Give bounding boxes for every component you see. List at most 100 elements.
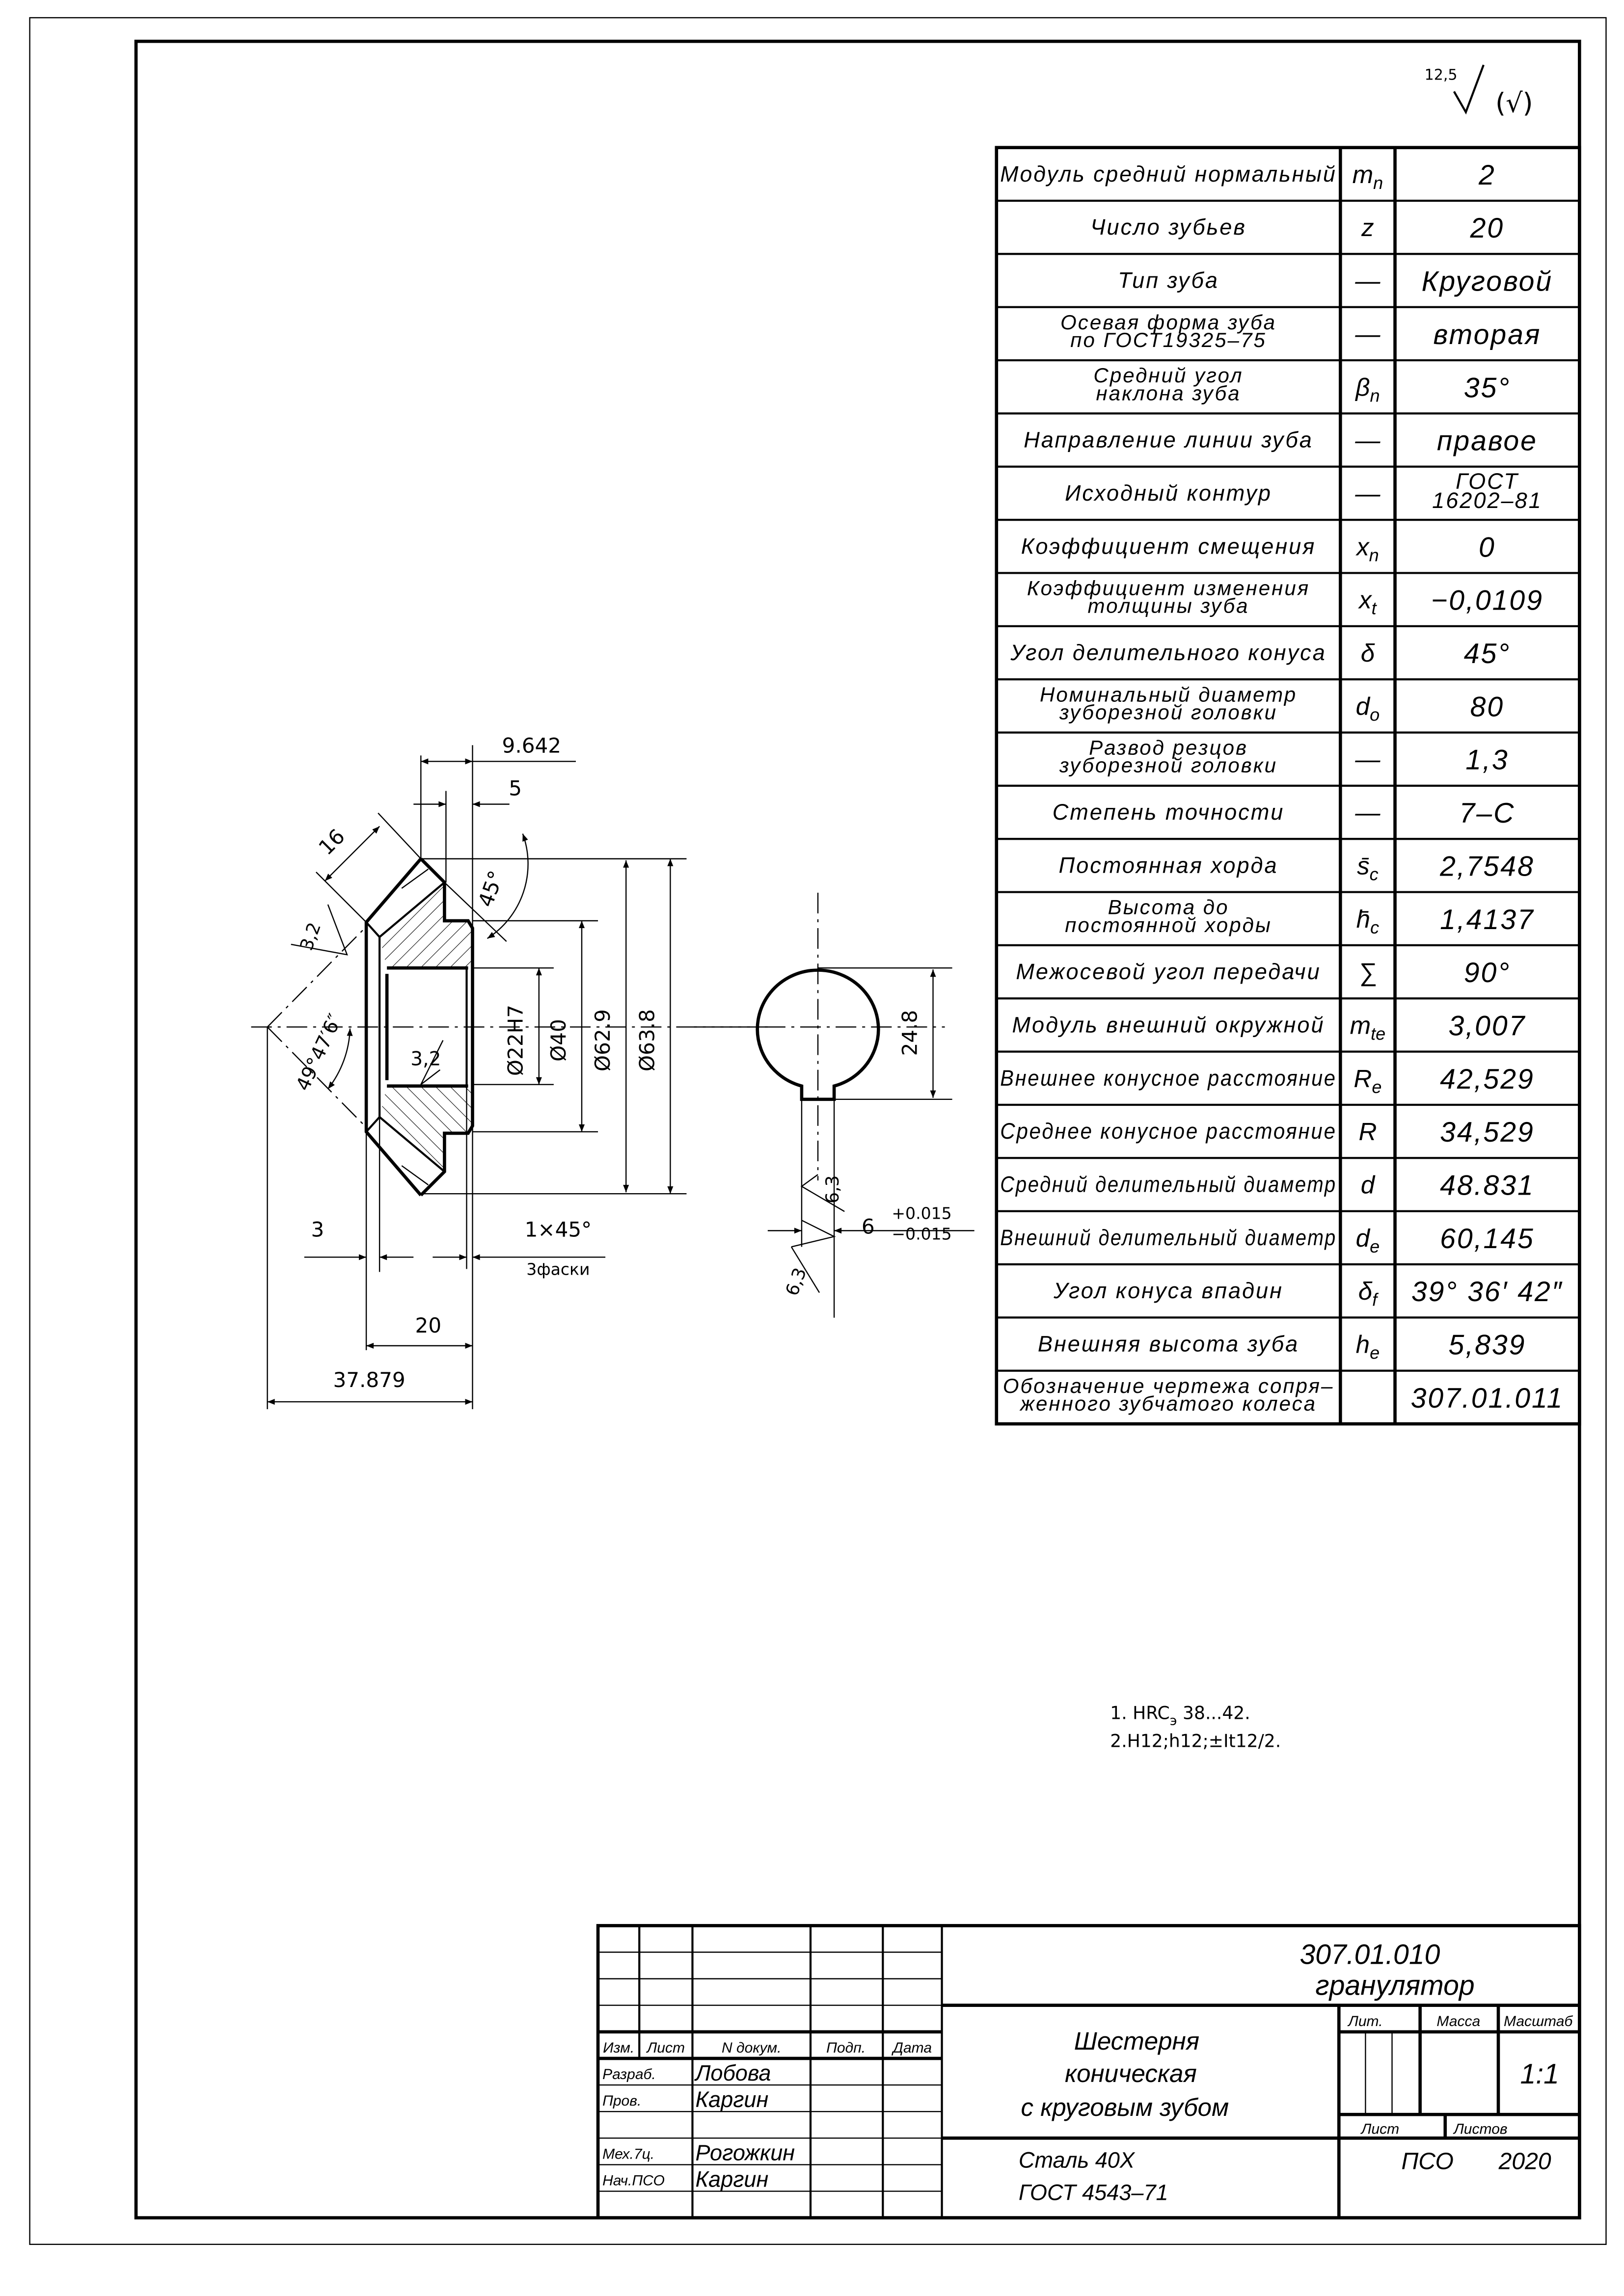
spec-label: Внешняя высота зуба [1038, 1332, 1299, 1357]
spec-value: 2,7548 [1439, 851, 1535, 882]
header-list: Лист [646, 2040, 685, 2056]
part-name-line-2: коническая [1065, 2059, 1197, 2087]
sheets-label: Листов [1453, 2121, 1507, 2137]
spec-symbol: βn [1354, 373, 1380, 405]
spec-label: Степень точности [1053, 800, 1285, 825]
spec-label: Число зубьев [1090, 214, 1246, 240]
spec-label: Обозначение чертежа сопря– [1003, 1374, 1334, 1397]
roughness-6-3-bottom: 6,3 [782, 1265, 811, 1298]
spec-symbol: de [1356, 1224, 1380, 1256]
spec-label: Межосевой угол передачи [1016, 959, 1321, 984]
role-developer: Разраб. [602, 2066, 656, 2082]
spec-label: зуборезной головки [1059, 700, 1277, 723]
spec-value: 45° [1464, 638, 1511, 669]
spec-value: 7–C [1460, 798, 1516, 829]
spec-label: Внешнее конусное расстояние [1000, 1066, 1336, 1091]
dim-9642: 9.642 [502, 733, 561, 757]
spec-label: Среднее конусное расстояние [1000, 1119, 1336, 1144]
gear-section-view: 9.642 5 16 45° 3,2 49°47′6″ 3,2 Ø22H7 Ø4… [251, 733, 768, 1410]
spec-symbol: do [1356, 692, 1380, 724]
spec-row: Межосевой угол передачи ∑ 90° [996, 944, 1580, 988]
role-mech: Мех.7ц. [602, 2146, 654, 2162]
spec-label: Коэффициент изменения [1027, 577, 1310, 600]
spec-symbol: he [1356, 1331, 1380, 1363]
spec-value: 20 [1470, 213, 1505, 244]
spec-label: постоянной хорды [1065, 913, 1272, 936]
part-name-line-1: Шестерня [1074, 2027, 1199, 2055]
pitch-cone-line [267, 1026, 367, 1128]
spec-value: 0 [1479, 532, 1496, 563]
spec-label: по ГОСТ19325–75 [1070, 328, 1266, 351]
dim-5: 5 [509, 776, 522, 800]
spec-value: вторая [1433, 319, 1541, 350]
spec-row: Обозначение чертежа сопря–женного зубчат… [996, 1369, 1580, 1415]
spec-value: 1,4137 [1440, 904, 1535, 935]
part-name-line-3: с круговым зубом [1021, 2093, 1229, 2121]
spec-label: Номинальный диаметр [1040, 683, 1297, 706]
dim-bore-22H7: Ø22H7 [504, 1005, 528, 1076]
spec-symbol: d [1361, 1171, 1376, 1199]
spec-label: Развод резцов [1089, 736, 1248, 759]
spec-value: 3,007 [1448, 1010, 1526, 1041]
spec-symbol: xn [1355, 533, 1379, 565]
document-number: 307.01.010 [1300, 1939, 1440, 1971]
organization: ПСО [1401, 2148, 1453, 2174]
tolerance-upper: +0.015 [892, 1203, 951, 1223]
spec-symbol: — [1354, 746, 1380, 774]
spec-value: 60,145 [1440, 1223, 1535, 1255]
spec-row: Внешняя высота зуба he 5,839 [996, 1316, 1580, 1363]
roughness-6-3-top: 6,3 [822, 1175, 843, 1203]
spec-symbol: — [1354, 480, 1380, 507]
roughness-check-icon: (√) [1495, 87, 1533, 118]
spec-value: ГОСТ [1456, 469, 1519, 494]
spec-label: Коэффициент смещения [1021, 534, 1316, 559]
role-checker: Пров. [602, 2093, 641, 2109]
title-block: 307.01.010 гранулятор Шестерня коническа… [596, 1924, 1581, 2219]
spec-value: 35° [1464, 372, 1511, 403]
spec-symbol: — [1354, 799, 1380, 827]
spec-symbol: z [1361, 214, 1374, 241]
spec-row: Число зубьев z 20 [996, 199, 1580, 244]
roughness-value: 12,5 [1425, 66, 1458, 83]
spec-value: 48.831 [1440, 1170, 1535, 1201]
spec-value: −0,0109 [1431, 585, 1543, 616]
spec-row: Тип зуба—Круговой [996, 253, 1580, 297]
spec-symbol: ∑ [1359, 958, 1377, 987]
spec-symbol: xt [1357, 586, 1378, 618]
spec-value: 5,839 [1448, 1330, 1526, 1361]
spec-label: женного зубчатого колеса [1019, 1392, 1317, 1415]
lit-label: Лит. [1347, 2013, 1382, 2029]
spec-value: 42,529 [1440, 1064, 1535, 1095]
angle-45: 45° [473, 867, 509, 910]
spec-value: 90° [1464, 957, 1511, 988]
role-head: Нач.ПСО [602, 2173, 665, 2189]
dim-20: 20 [415, 1313, 442, 1337]
bore-section-view: 24.8 6 +0.015 −0.015 6,3 6,3 [694, 892, 974, 1318]
spec-label: Направление линии зуба [1024, 427, 1313, 453]
spec-label: наклона зуба [1096, 381, 1241, 404]
dim-24-8: 24.8 [897, 1010, 921, 1056]
dim-6: 6 [862, 1214, 875, 1238]
spec-symbol: — [1354, 320, 1380, 348]
spec-label: Постоянная хорда [1059, 853, 1278, 878]
spec-label: Тип зуба [1118, 268, 1219, 293]
spec-symbol: δ [1361, 639, 1375, 667]
spec-value: 39° 36′ 42″ [1411, 1276, 1563, 1308]
dim-d63-8: Ø63.8 [635, 1009, 659, 1071]
note-2: 2.H12;h12;±It12/2. [1110, 1731, 1281, 1752]
spec-row: Коэффициент смещения xn 0 [996, 518, 1580, 565]
spec-label: Модуль внешний окружной [1012, 1012, 1325, 1037]
dim-16: 16 [314, 824, 350, 860]
